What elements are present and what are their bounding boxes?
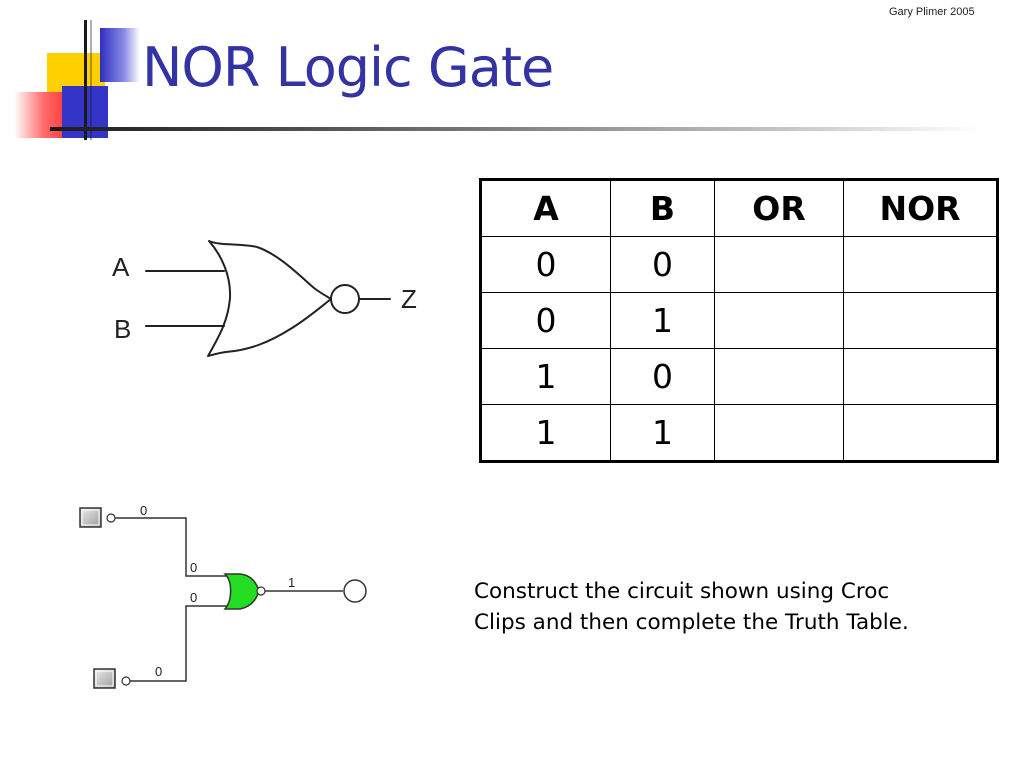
nor-inversion-bubble bbox=[330, 284, 360, 314]
croc-clips-circuit: 0 0 0 0 1 bbox=[79, 503, 367, 689]
nor-gate-symbol: A B Z bbox=[112, 240, 417, 357]
cell-a: 0 bbox=[480, 236, 611, 293]
input-switch-top[interactable] bbox=[79, 507, 102, 528]
cell-a: 0 bbox=[480, 292, 611, 349]
wire-bottom bbox=[130, 605, 228, 682]
input-a-label: A bbox=[112, 252, 130, 282]
input-b-label: B bbox=[114, 314, 131, 344]
truth-table: A B OR NOR 0 0 0 1 1 0 1 1 bbox=[479, 178, 999, 463]
decor-vertical-line bbox=[84, 20, 87, 140]
wire-value-output: 1 bbox=[288, 575, 295, 590]
input-switch-bottom[interactable] bbox=[93, 668, 116, 689]
input-terminal-top bbox=[106, 513, 116, 523]
cell-nor bbox=[843, 236, 998, 293]
header-nor: NOR bbox=[843, 179, 998, 237]
instructions-text: Construct the circuit shown using Croc C… bbox=[474, 579, 909, 635]
cell-or bbox=[714, 348, 844, 405]
output-indicator[interactable] bbox=[343, 579, 367, 603]
cell-nor bbox=[843, 348, 998, 405]
truth-table-row: 0 1 bbox=[480, 292, 998, 349]
decor-blue-gradient-square bbox=[100, 28, 140, 82]
title-underline bbox=[50, 127, 980, 131]
wire-top bbox=[115, 517, 228, 577]
slide-title: NOR Logic Gate bbox=[142, 36, 554, 99]
cell-nor bbox=[843, 292, 998, 349]
truth-table-row: 1 0 bbox=[480, 348, 998, 405]
croc-nor-gate[interactable] bbox=[223, 573, 260, 610]
cell-or bbox=[714, 292, 844, 349]
header-or: OR bbox=[714, 179, 844, 237]
wire-value-bottom-in: 0 bbox=[155, 664, 162, 679]
header-b: B bbox=[610, 179, 715, 237]
cell-b: 1 bbox=[610, 404, 715, 462]
croc-nor-bubble bbox=[256, 586, 266, 596]
author-credit: Gary Plimer 2005 bbox=[889, 6, 975, 18]
truth-table-header-row: A B OR NOR bbox=[480, 179, 998, 237]
input-terminal-bottom bbox=[121, 676, 131, 686]
nor-gate-body bbox=[207, 240, 332, 357]
cell-b: 1 bbox=[610, 292, 715, 349]
cell-a: 1 bbox=[480, 348, 611, 405]
cell-or bbox=[714, 236, 844, 293]
cell-b: 0 bbox=[610, 236, 715, 293]
wire-value-top-in: 0 bbox=[140, 503, 147, 518]
wire-value-top-gate: 0 bbox=[190, 560, 197, 575]
output-z-label: Z bbox=[401, 284, 417, 314]
cell-a: 1 bbox=[480, 404, 611, 462]
cell-or bbox=[714, 404, 844, 462]
wire-value-bottom-gate: 0 bbox=[190, 590, 197, 605]
decor-vertical-line-shadow bbox=[90, 20, 92, 140]
header-a: A bbox=[480, 179, 611, 237]
cell-b: 0 bbox=[610, 348, 715, 405]
truth-table-row: 1 1 bbox=[480, 404, 998, 462]
cell-nor bbox=[843, 404, 998, 462]
truth-table-row: 0 0 bbox=[480, 236, 998, 293]
